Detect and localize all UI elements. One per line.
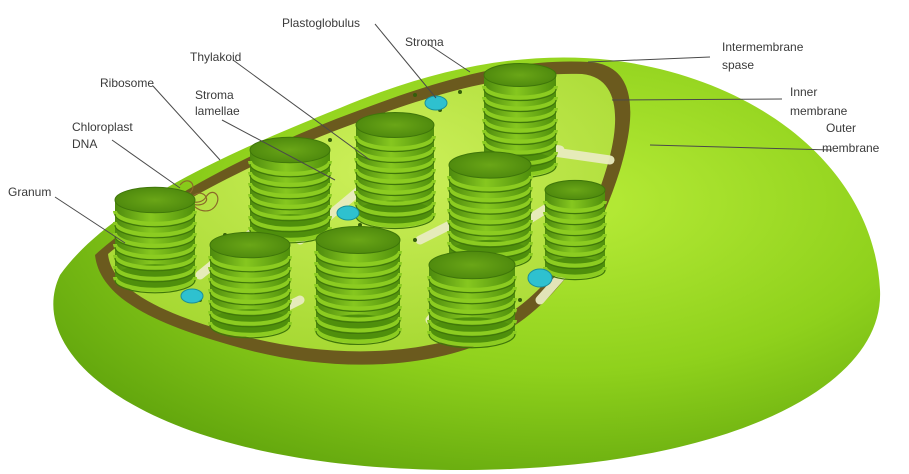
granum-stack: [545, 180, 605, 279]
label-inner-membrane-line2: membrane: [790, 104, 847, 119]
label-ribosome: Ribosome: [100, 76, 154, 91]
granum-stack: [250, 137, 330, 243]
granum-stack: [115, 187, 195, 293]
label-stroma: Stroma: [405, 35, 444, 50]
label-intermembrane-line2: spase: [722, 58, 754, 73]
label-chloroplast-dna-line2: DNA: [72, 137, 97, 152]
granum-stack: [356, 113, 434, 229]
label-outer-membrane-line2: membrane: [822, 141, 879, 156]
label-granum: Granum: [8, 185, 51, 200]
label-chloroplast-dna-line1: Chloroplast: [72, 120, 133, 135]
granum-stack: [316, 227, 400, 345]
granum-stack: [210, 232, 290, 338]
label-stroma-lamellae-line2: lamellae: [195, 104, 240, 119]
label-stroma-lamellae-line1: Stroma: [195, 88, 234, 103]
label-outer-membrane-line1: Outer: [826, 121, 856, 136]
granum-stack: [429, 251, 515, 348]
label-plastoglobulus: Plastoglobulus: [282, 16, 360, 31]
label-thylakoid: Thylakoid: [190, 50, 241, 65]
label-inner-membrane-line1: Inner: [790, 85, 817, 100]
label-intermembrane-line1: Intermembrane: [722, 40, 803, 55]
